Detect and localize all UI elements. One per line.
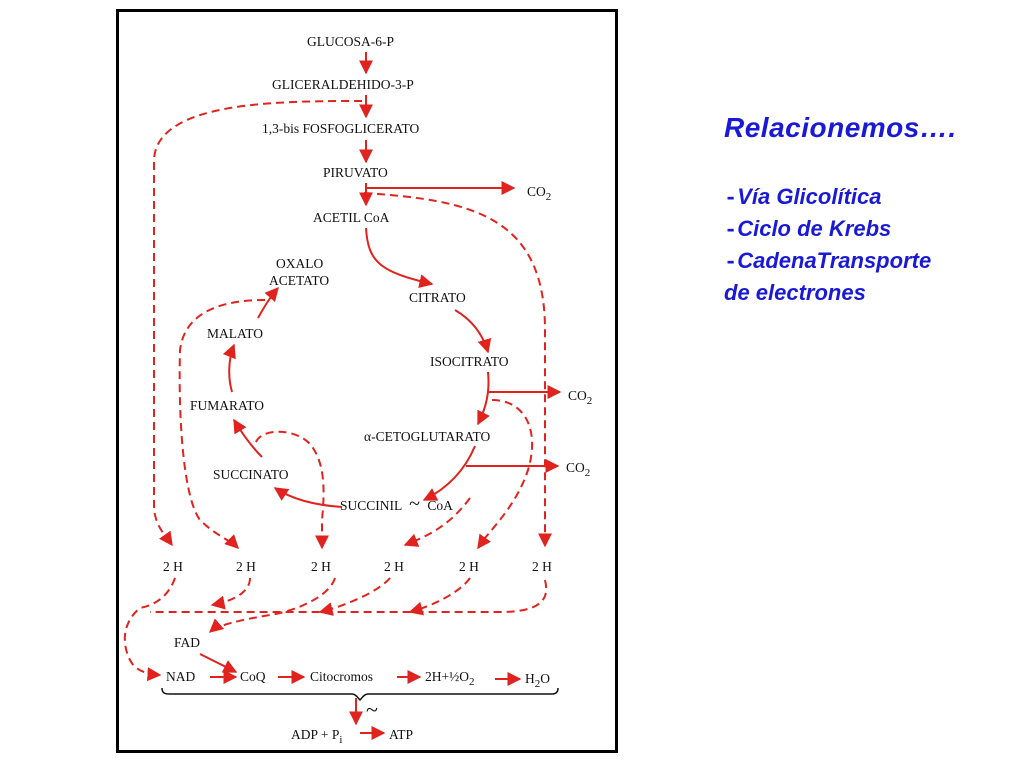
diagram-frame — [116, 9, 618, 753]
label-cetoglutarato: α-CETOGLUTARATO — [364, 429, 490, 444]
label-co2-cetoglutarato: CO2 — [566, 460, 590, 479]
label-isocitrato: ISOCITRATO — [430, 354, 509, 369]
side-panel: Relacionemos…. -Vía Glicolítica -Ciclo d… — [724, 112, 1014, 310]
label-bisfosfoglicerato: 1,3-bis FOSFOGLICERATO — [262, 121, 420, 136]
glycolysis-arrows — [359, 52, 516, 207]
chain-brace — [161, 687, 559, 702]
hydrogen-transfer-arrows — [123, 100, 552, 682]
side-item-electrones: de electrones — [724, 280, 866, 305]
label-atp: ATP — [389, 727, 413, 742]
side-item-cadena-transporte: -CadenaTransporte — [724, 248, 932, 275]
label-succinil: SUCCINIL ~ CoA — [340, 493, 453, 515]
label-citrato: CITRATO — [409, 290, 466, 305]
label-2h-6: 2 H — [532, 559, 552, 574]
side-item-via-glicolitica: -Vía Glicolítica — [724, 184, 882, 211]
side-item-ciclo-krebs: -Ciclo de Krebs — [724, 216, 892, 243]
label-2h-2: 2 H — [236, 559, 256, 574]
node-labels: GLUCOSA-6-P GLICERALDEHIDO-3-P 1,3-bis F… — [161, 34, 592, 746]
label-piruvato: PIRUVATO — [323, 165, 388, 180]
label-citocromos: Citocromos — [310, 669, 373, 684]
label-fumarato: FUMARATO — [190, 398, 264, 413]
label-nad: NAD — [166, 669, 195, 684]
label-malato: MALATO — [207, 326, 263, 341]
label-co2-piruvato: CO2 — [527, 184, 551, 203]
label-h2o: H2O — [525, 671, 550, 690]
label-tilde: ~ — [366, 697, 378, 722]
label-co2-isocitrato: CO2 — [568, 388, 592, 407]
label-2h-3: 2 H — [311, 559, 331, 574]
label-coq: CoQ — [240, 669, 266, 684]
label-oxalo: OXALO — [276, 256, 323, 271]
label-acetato: ACETATO — [269, 273, 329, 288]
label-2h-4: 2 H — [384, 559, 404, 574]
label-gliceraldehido: GLICERALDEHIDO-3-P — [272, 77, 414, 92]
label-glucosa: GLUCOSA-6-P — [307, 34, 394, 49]
side-title: Relacionemos…. — [724, 112, 957, 143]
label-half-o2: 2H+½O2 — [425, 669, 475, 688]
krebs-cycle-arrows — [222, 227, 562, 508]
transport-chain-arrows — [199, 653, 522, 740]
label-fad: FAD — [174, 635, 200, 650]
label-2h-5: 2 H — [459, 559, 479, 574]
label-2h-1: 2 H — [163, 559, 183, 574]
label-acetil-coa: ACETIL CoA — [313, 210, 390, 225]
label-adp: ADP + Pi — [291, 727, 342, 746]
label-succinato: SUCCINATO — [213, 467, 289, 482]
